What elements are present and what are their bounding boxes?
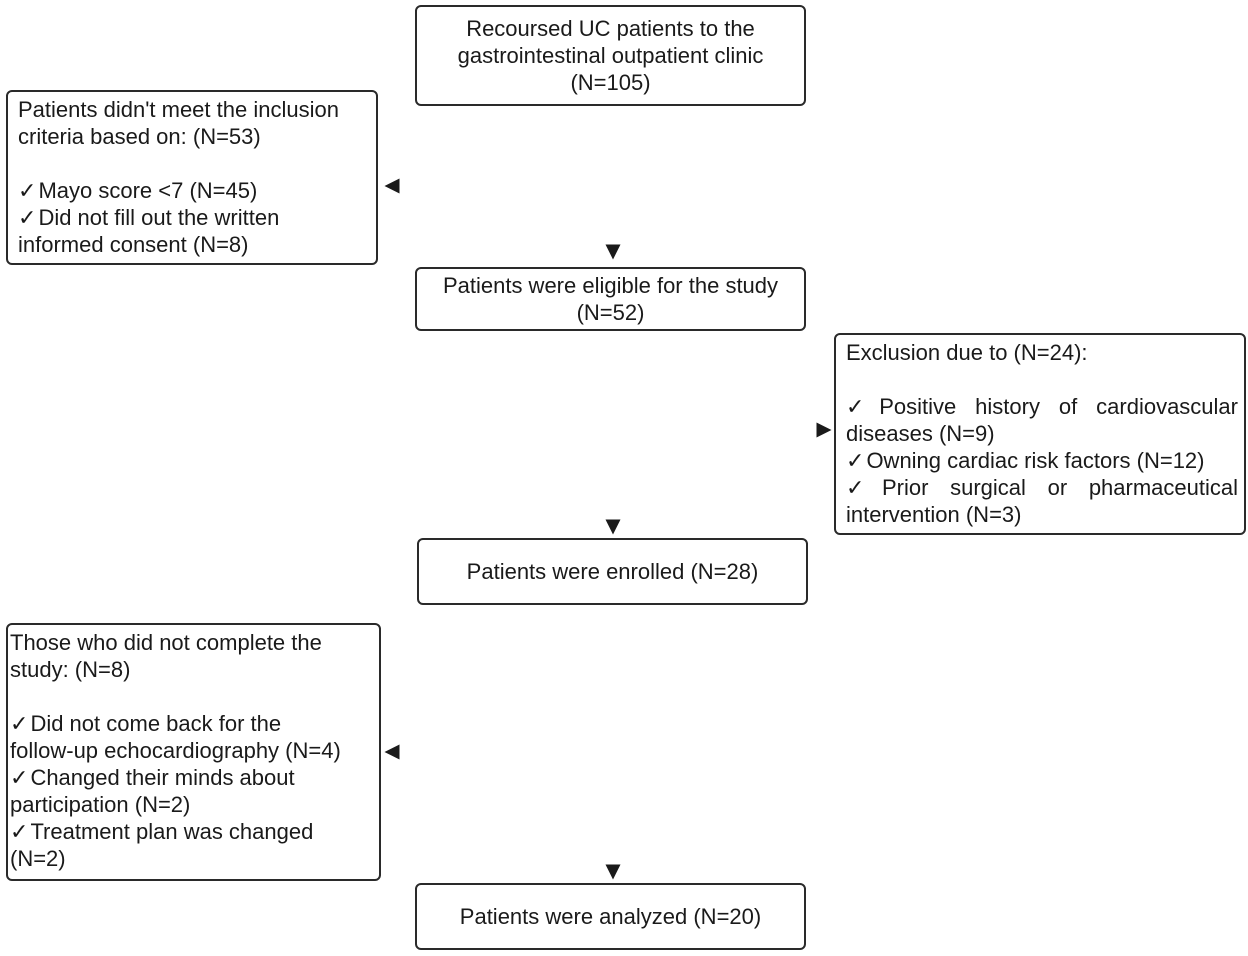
eligible-line: (N=52) [576, 300, 645, 325]
analyzed-line: Patients were analyzed (N=20) [459, 904, 762, 929]
enrolled-line: Patients were enrolled (N=28) [466, 559, 759, 584]
not-meet-item-cont: informed consent (N=8) [18, 232, 249, 257]
not-meet-item: ✓Did not fill out the written [18, 205, 280, 230]
not-meet-heading: criteria based on: (N=53) [18, 124, 261, 149]
exclusion-heading: Exclusion due to (N=24): [846, 340, 1088, 365]
eligible-line: Patients were eligible for the study [442, 273, 779, 298]
exclusion-box: Exclusion due to (N=24): ✓Positive histo… [834, 333, 1246, 535]
exclusion-item: ✓Owning cardiac risk factors (N=12) [846, 448, 1205, 473]
check-icon: ✓ [10, 765, 29, 790]
exclusion-item: ✓Positive history of cardiovascular [846, 394, 1238, 419]
not-meet-heading: Patients didn't meet the inclusion [18, 97, 339, 122]
recoursed-line: Recoursed UC patients to the [466, 16, 755, 41]
enrolled-box: Patients were enrolled (N=28) [417, 538, 808, 605]
not-complete-item-cont: participation (N=2) [10, 792, 191, 817]
recoursed-line: gastrointestinal outpatient clinic [457, 43, 764, 68]
not-complete-heading: Those who did not complete the [10, 630, 322, 655]
recoursed-box: Recoursed UC patients to the gastrointes… [415, 5, 806, 106]
not-complete-item-cont: follow-up echocardiography (N=4) [10, 738, 341, 763]
analyzed-box: Patients were analyzed (N=20) [415, 883, 806, 950]
eligible-box: Patients were eligible for the study (N=… [415, 267, 806, 331]
check-icon: ✓ [18, 205, 37, 230]
check-icon: ✓ [846, 394, 878, 419]
check-icon: ✓ [846, 448, 865, 473]
not-meet-item: ✓Mayo score <7 (N=45) [18, 178, 258, 203]
not-meet-criteria-box: Patients didn't meet the inclusion crite… [6, 90, 378, 265]
not-complete-item: ✓Changed their minds about [10, 765, 295, 790]
exclusion-item: ✓Prior surgical or pharmaceutical [846, 475, 1239, 500]
not-complete-heading: study: (N=8) [10, 657, 131, 682]
check-icon: ✓ [10, 819, 29, 844]
exclusion-item-cont: intervention (N=3) [846, 502, 1022, 527]
not-complete-item: ✓Did not come back for the [10, 711, 282, 736]
check-icon: ✓ [18, 178, 37, 203]
recoursed-line: (N=105) [570, 70, 651, 95]
exclusion-item-cont: diseases (N=9) [846, 421, 995, 446]
not-complete-item-cont: (N=2) [10, 846, 66, 871]
check-icon: ✓ [846, 475, 880, 500]
not-complete-box: Those who did not complete the study: (N… [6, 623, 381, 881]
check-icon: ✓ [10, 711, 29, 736]
not-complete-item: ✓Treatment plan was changed [10, 819, 314, 844]
